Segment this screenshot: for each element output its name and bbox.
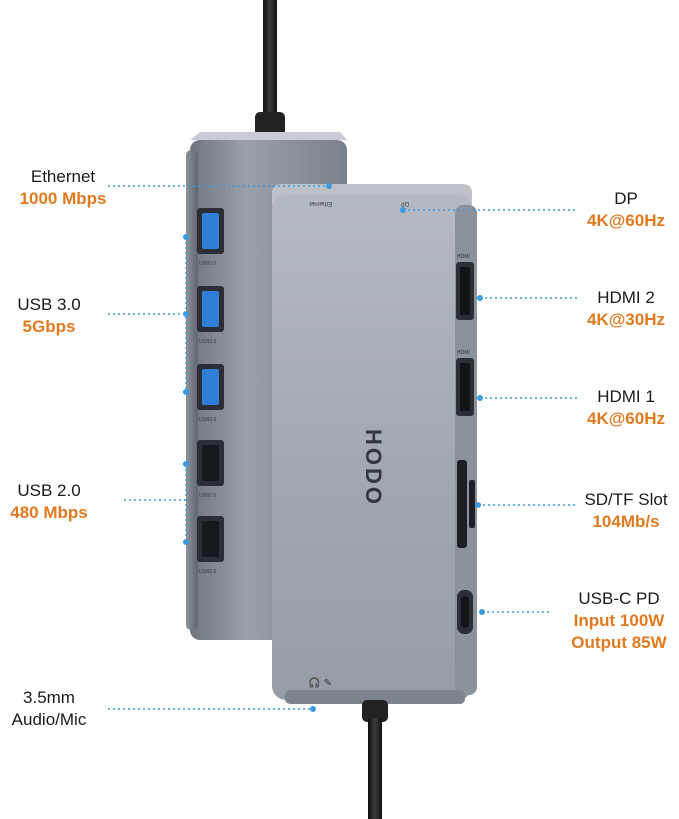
back-hub-side <box>186 150 198 630</box>
usbc-spec-output: Output 85W <box>571 633 667 652</box>
front-hub-bottom <box>285 690 465 704</box>
sd-slot-icon <box>457 460 467 548</box>
hdmi2-port-caption: HDMI <box>457 254 470 260</box>
usb3-port-1-icon <box>197 208 224 254</box>
hdmi1-pointer-dot <box>477 395 483 401</box>
top-cable-boot <box>255 112 285 136</box>
audio-callout: 3.5mm Audio/Mic <box>0 687 98 731</box>
bottom-cable-boot <box>362 700 388 722</box>
usbc-pointer-dot <box>479 609 485 615</box>
usb3-port-2-icon <box>197 286 224 332</box>
usb2-dot-1 <box>183 461 189 467</box>
front-hub-side <box>455 205 477 695</box>
usb3-dot-3 <box>183 389 189 395</box>
usb2-spec: 480 Mbps <box>10 503 88 522</box>
audio-pointer-dot <box>310 706 316 712</box>
usb2-port-2-icon <box>197 516 224 562</box>
hdmi1-port-icon <box>456 358 474 416</box>
usb3-dot-2 <box>183 311 189 317</box>
front-hub-body <box>272 195 472 700</box>
usbc-spec-input: Input 100W <box>573 611 665 630</box>
usb3-dot-1 <box>183 234 189 240</box>
hdmi1-callout: HDMI 1 4K@60Hz <box>576 386 676 430</box>
usbc-port-icon <box>457 590 473 634</box>
usbc-callout: USB-C PD Input 100W Output 85W <box>560 588 678 654</box>
audio-title: 3.5mm <box>23 688 75 707</box>
dp-pointer-dot <box>400 207 406 213</box>
ethernet-pointer-dot <box>326 183 332 189</box>
hdmi1-spec: 4K@60Hz <box>587 409 665 428</box>
ethernet-edge-caption: Ethernet <box>309 200 332 206</box>
back-hub-top <box>190 132 347 140</box>
audio-subtitle: Audio/Mic <box>11 710 87 729</box>
dp-edge-caption: DP <box>401 200 409 206</box>
top-cable <box>263 0 277 120</box>
usb2-port-1-icon <box>197 440 224 486</box>
usbc-title: USB-C PD <box>578 589 660 608</box>
hdmi2-port-icon <box>456 262 474 320</box>
usb2-dot-2 <box>183 539 189 545</box>
ethernet-title: Ethernet <box>30 167 96 186</box>
usb3-caption-2: USB3.0 <box>199 339 216 345</box>
audio-jack-icon: 🎧 ✎ <box>308 676 332 689</box>
usb3-port-3-icon <box>197 364 224 410</box>
hdmi1-port-caption: HDMI <box>457 350 470 356</box>
hdmi2-pointer-dot <box>477 295 483 301</box>
hdmi1-title: HDMI 1 <box>597 387 655 406</box>
hdmi2-spec: 4K@30Hz <box>587 310 665 329</box>
usb3-spec: 5Gbps <box>22 317 76 336</box>
ethernet-callout: Ethernet 1000 Mbps <box>0 166 126 210</box>
usb3-caption-3: USB3.0 <box>199 417 216 423</box>
dp-callout: DP 4K@60Hz <box>576 188 676 232</box>
bottom-cable <box>368 718 382 819</box>
usb2-caption-2: USB2.0 <box>199 569 216 575</box>
sdtf-pointer-dot <box>475 502 481 508</box>
usb2-callout: USB 2.0 480 Mbps <box>0 480 98 524</box>
usb3-title: USB 3.0 <box>17 295 81 314</box>
hodo-logo: HODO <box>361 429 386 507</box>
hdmi2-title: HDMI 2 <box>597 288 655 307</box>
usb2-title: USB 2.0 <box>17 481 81 500</box>
tf-slot-icon <box>469 480 475 528</box>
sdtf-spec: 104Mb/s <box>592 512 660 531</box>
dp-spec: 4K@60Hz <box>587 211 665 230</box>
usb3-caption-1: USB3.0 <box>199 261 216 267</box>
sdtf-title: SD/TF Slot <box>584 490 668 509</box>
hdmi2-callout: HDMI 2 4K@30Hz <box>576 287 676 331</box>
sdtf-callout: SD/TF Slot 104Mb/s <box>574 489 678 533</box>
usb3-callout: USB 3.0 5Gbps <box>0 294 98 338</box>
usb2-caption-1: USB2.0 <box>199 493 216 499</box>
dp-title: DP <box>614 189 638 208</box>
ethernet-spec: 1000 Mbps <box>19 189 107 208</box>
